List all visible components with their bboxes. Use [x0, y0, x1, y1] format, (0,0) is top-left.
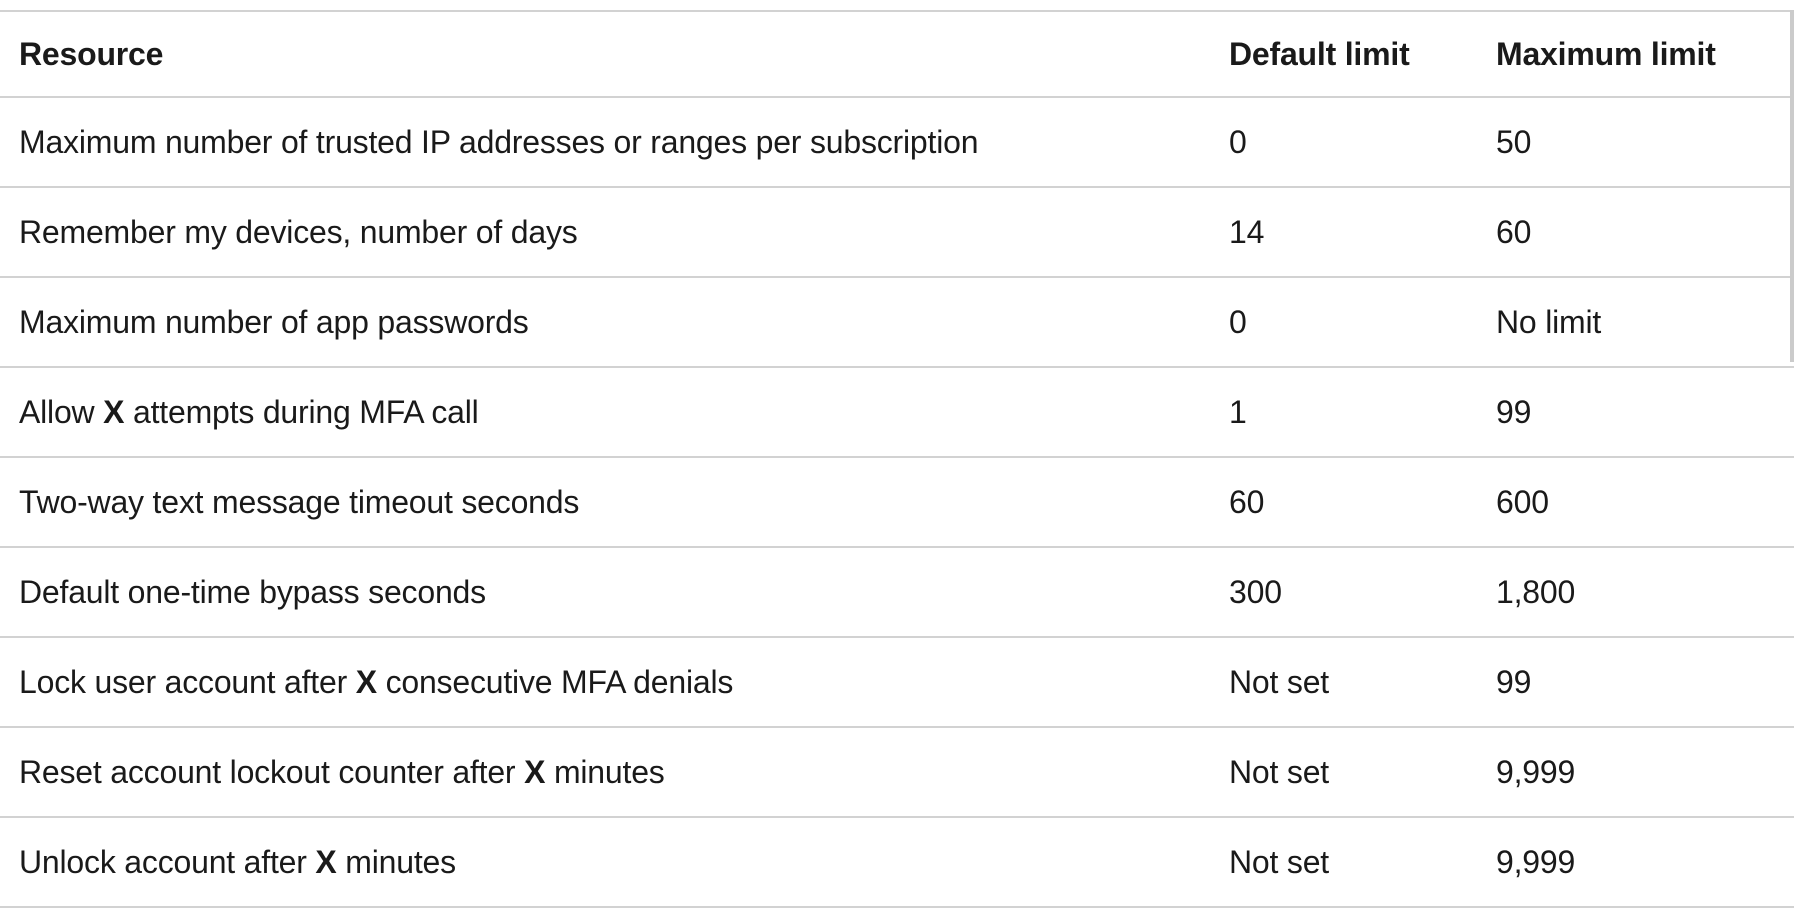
cell-default-limit: 14: [1210, 187, 1477, 278]
cell-maximum-limit: 600: [1477, 457, 1794, 548]
cell-resource: Two-way text message timeout seconds: [0, 457, 1210, 548]
table-row: Lock user account after X consecutive MF…: [0, 637, 1794, 728]
table-header-row: Resource Default limit Maximum limit: [0, 11, 1794, 98]
table-row: Maximum number of trusted IP addresses o…: [0, 97, 1794, 188]
docs-page: Resource Default limit Maximum limit Max…: [0, 10, 1794, 921]
cell-resource: Default one-time bypass seconds: [0, 547, 1210, 638]
vertical-scrollbar-thumb[interactable]: [1790, 10, 1794, 362]
cell-default-limit: 0: [1210, 97, 1477, 188]
cell-default-limit: Not set: [1210, 817, 1477, 908]
bold-placeholder-x: X: [103, 393, 125, 430]
table-row: Reset account lockout counter after X mi…: [0, 727, 1794, 818]
cell-maximum-limit: 1,800: [1477, 547, 1794, 638]
cell-default-limit: 300: [1210, 547, 1477, 638]
column-header-resource: Resource: [0, 11, 1210, 98]
cell-maximum-limit: 9,999: [1477, 817, 1794, 908]
cell-default-limit: 1: [1210, 367, 1477, 458]
column-header-maximum-limit: Maximum limit: [1477, 11, 1794, 98]
bold-placeholder-x: X: [355, 663, 377, 700]
cell-resource: Maximum number of trusted IP addresses o…: [0, 97, 1210, 188]
column-header-default-limit: Default limit: [1210, 11, 1477, 98]
bold-placeholder-x: X: [524, 753, 546, 790]
limits-table: Resource Default limit Maximum limit Max…: [0, 10, 1794, 908]
cell-maximum-limit: No limit: [1477, 277, 1794, 368]
cell-resource: Maximum number of app passwords: [0, 277, 1210, 368]
cell-resource: Remember my devices, number of days: [0, 187, 1210, 278]
cell-resource: Allow X attempts during MFA call: [0, 367, 1210, 458]
cell-maximum-limit: 50: [1477, 97, 1794, 188]
cell-default-limit: 60: [1210, 457, 1477, 548]
cell-maximum-limit: 9,999: [1477, 727, 1794, 818]
cell-maximum-limit: 99: [1477, 367, 1794, 458]
bold-placeholder-x: X: [315, 843, 337, 880]
cell-maximum-limit: 60: [1477, 187, 1794, 278]
cell-maximum-limit: 99: [1477, 637, 1794, 728]
cell-default-limit: Not set: [1210, 637, 1477, 728]
cell-default-limit: 0: [1210, 277, 1477, 368]
cell-resource: Unlock account after X minutes: [0, 817, 1210, 908]
cell-default-limit: Not set: [1210, 727, 1477, 818]
cell-resource: Lock user account after X consecutive MF…: [0, 637, 1210, 728]
cell-resource: Reset account lockout counter after X mi…: [0, 727, 1210, 818]
limits-table-body: Maximum number of trusted IP addresses o…: [0, 97, 1794, 908]
